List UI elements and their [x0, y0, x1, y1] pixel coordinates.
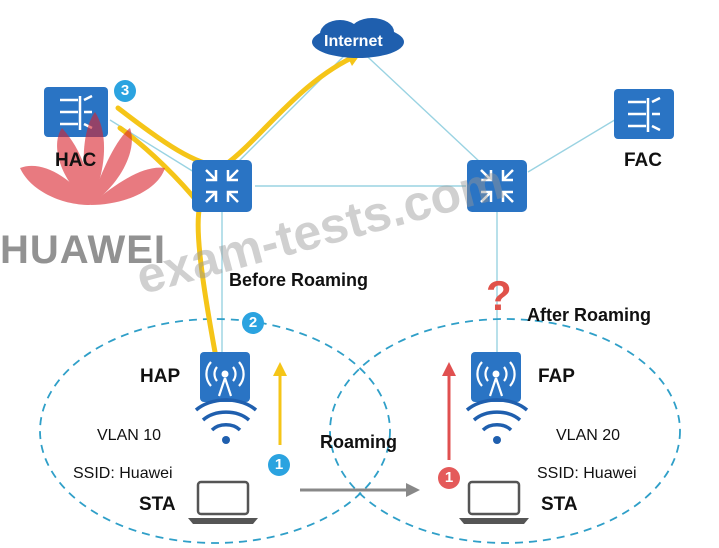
hap-coverage-area [39, 318, 391, 544]
laptop-right-icon [459, 480, 529, 524]
switch-left-icon [192, 160, 252, 212]
wifi-signal-right-icon [465, 398, 529, 444]
after-roaming-label: After Roaming [527, 305, 652, 325]
step-badge-hap: 2 [242, 312, 264, 334]
hap-label: HAP [140, 366, 181, 387]
switch-right-icon [467, 160, 527, 212]
huawei-logo-icon [20, 112, 165, 205]
sta-left-label: STA [139, 494, 176, 515]
ssid-right-label: SSID: Huawei [537, 465, 637, 482]
step-badge-hac: 3 [114, 80, 136, 102]
link-right-switch-fac [527, 117, 619, 173]
roaming-label: Roaming [320, 432, 398, 452]
vlan-left-label: VLAN 10 [97, 427, 162, 444]
step-badge-sta-left: 1 [268, 454, 290, 476]
internet-label: Internet [324, 33, 383, 50]
ssid-left-label: SSID: Huawei [73, 465, 173, 482]
sta-right-label: STA [541, 494, 578, 515]
yellow-up-arrowhead [273, 362, 287, 376]
before-roaming-label: Before Roaming [229, 270, 369, 290]
wifi-signal-left-icon [194, 398, 258, 444]
traffic-path-hac-to-internet [115, 52, 361, 169]
internet-cloud-icon [312, 18, 404, 58]
question-mark: ? [486, 272, 512, 319]
fap-label: FAP [538, 366, 575, 387]
hac-label: HAC [55, 150, 97, 171]
step-badge-sta-right: 1 [438, 467, 460, 489]
fap-access-point-icon [471, 352, 521, 402]
link-internet-right-switch [354, 44, 498, 179]
fap-coverage-area [329, 318, 681, 544]
huawei-watermark: HUAWEI [0, 228, 166, 272]
roaming-arrowhead [406, 483, 420, 497]
fac-label: FAC [624, 150, 662, 171]
vlan-right-label: VLAN 20 [556, 427, 621, 444]
hap-access-point-icon [200, 352, 250, 402]
laptop-left-icon [188, 480, 258, 524]
red-up-arrowhead [442, 362, 456, 376]
network-links [109, 44, 619, 352]
fac-controller-icon [614, 89, 674, 139]
